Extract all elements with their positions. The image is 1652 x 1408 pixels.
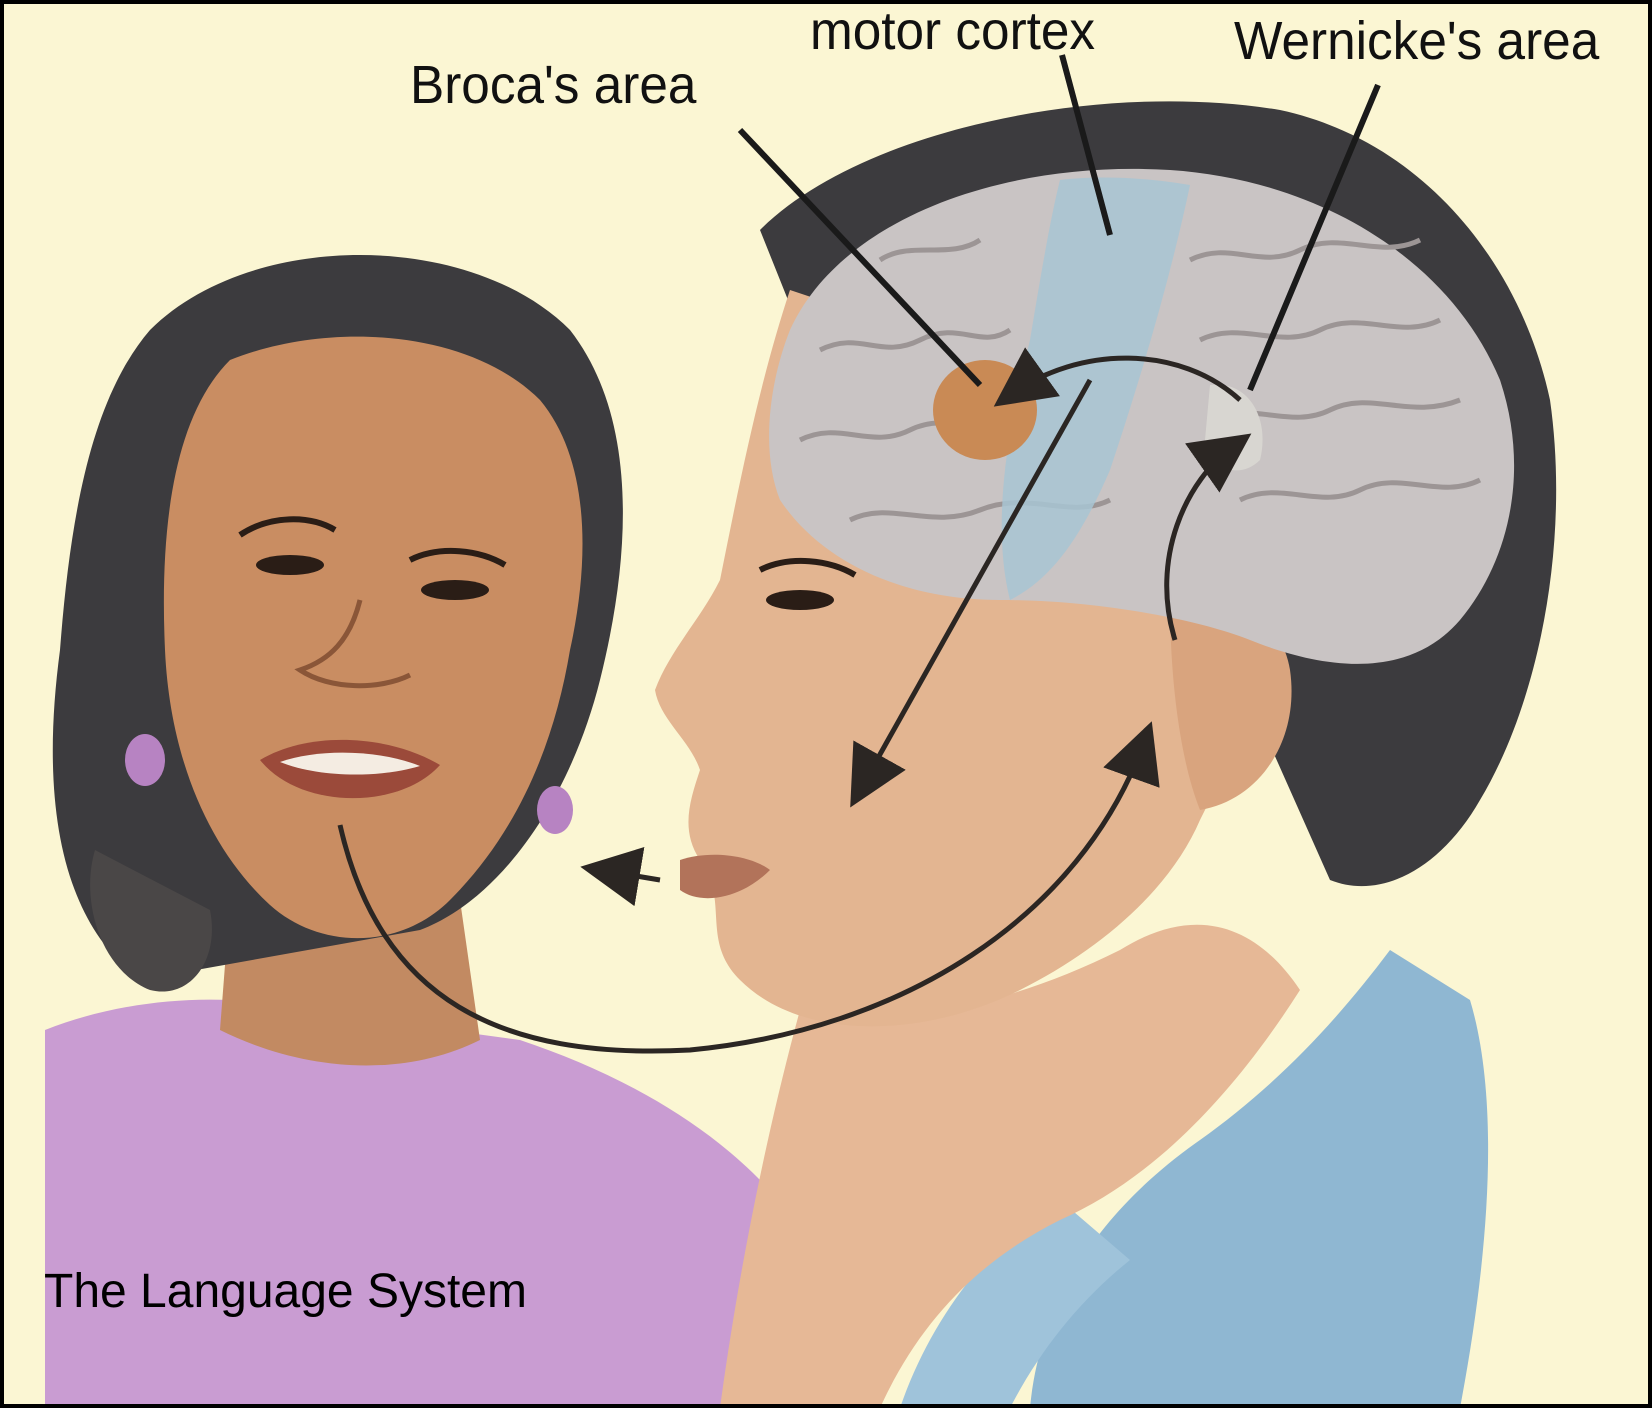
woman-eye-right (421, 580, 489, 600)
motor-cortex-label: motor cortex (810, 4, 1095, 58)
woman-eye-left (256, 555, 324, 575)
woman-earring-right (537, 786, 573, 834)
brocas-area-label: Broca's area (410, 58, 696, 112)
brocas-area-region (933, 360, 1037, 460)
man-eye (766, 590, 834, 610)
woman-earring-left (125, 734, 165, 786)
wernickes-area-label: Wernicke's area (1234, 14, 1599, 68)
diagram-caption: The Language System (44, 1268, 527, 1316)
